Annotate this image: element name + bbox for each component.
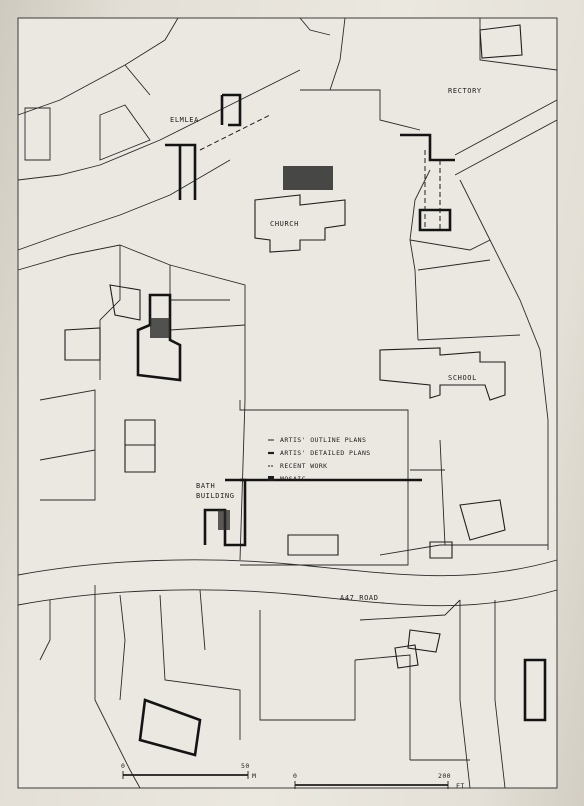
label-bath-line2: BUILDING	[196, 492, 235, 500]
south-plots	[39, 585, 506, 789]
scale-m-unit: M	[252, 772, 256, 780]
scale-ft-max: 200	[438, 772, 451, 780]
legend: ARTIS' OUTLINE PLANS ARTIS' DETAILED PLA…	[268, 436, 371, 483]
legend-mosaic: MOSAIC	[280, 475, 306, 483]
map-frame	[17, 17, 558, 789]
scale-m-max: 50	[241, 762, 250, 770]
scale-ft-zero: 0	[293, 772, 297, 780]
legend-outline: ARTIS' OUTLINE PLANS	[280, 436, 366, 444]
label-bath-line1: BATH	[196, 482, 215, 490]
label-school: SCHOOL	[448, 374, 477, 382]
outline-plan-buildings	[64, 24, 523, 669]
label-road: A47 ROAD	[340, 594, 379, 602]
recent-work-lines	[199, 114, 441, 230]
label-rectory: RECTORY	[448, 87, 482, 95]
scale-bar-metres: 0 50 M	[121, 762, 256, 780]
scale-ft-unit: FT	[456, 782, 465, 790]
label-elmlea: ELMLEA	[170, 116, 199, 124]
scale-bar-feet: 0 200 FT	[293, 772, 465, 790]
a47-road	[17, 559, 558, 607]
scale-m-zero: 0	[121, 762, 125, 770]
legend-recent: RECENT WORK	[280, 462, 327, 470]
label-church: CHURCH	[270, 220, 299, 228]
legend-detailed: ARTIS' DETAILED PLANS	[280, 449, 371, 457]
mosaic-areas	[150, 166, 333, 530]
